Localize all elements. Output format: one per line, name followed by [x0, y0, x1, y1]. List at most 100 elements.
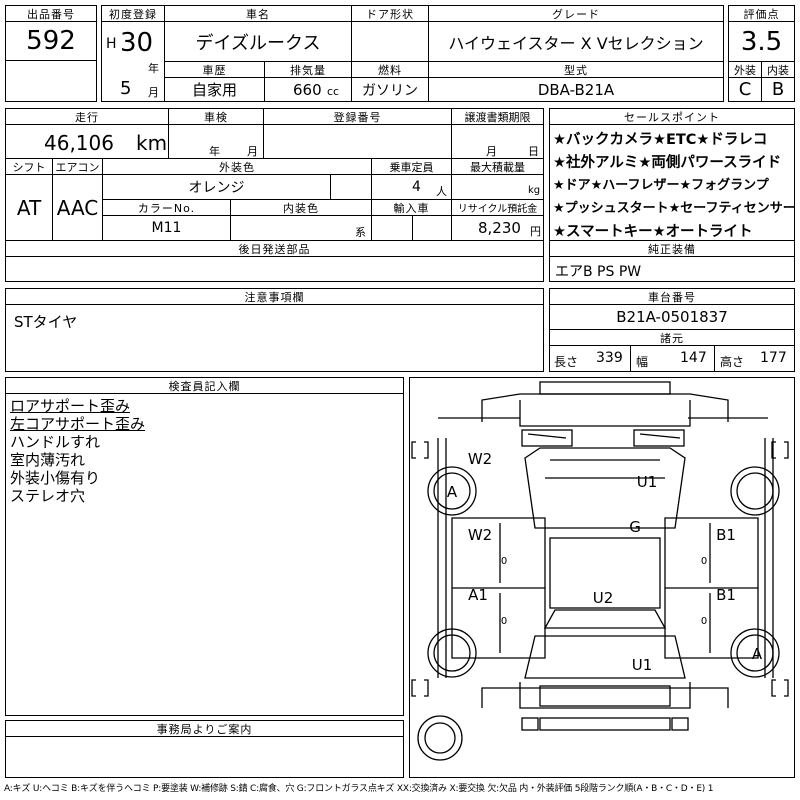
height-label: 高さ: [720, 355, 745, 369]
later-parts-label: 後日発送部品: [5, 240, 544, 257]
sales-line: ★ドア★ハーフレザー★フォグランプ: [553, 178, 769, 193]
era: H: [106, 36, 117, 52]
yen-unit: 円: [530, 225, 541, 238]
transfer-day-unit: 日: [528, 145, 539, 158]
mark-u2: U2: [593, 589, 614, 607]
chassis-label: 車台番号: [549, 288, 795, 305]
width-label: 幅: [636, 355, 649, 369]
car-diagram: W2 A U1 G W2 B1 A1 U2 B1 U1 A 0 0 0 0: [409, 377, 795, 778]
month-unit: 月: [148, 86, 159, 99]
history: 自家用: [164, 77, 265, 102]
interior-color-label: 内装色: [230, 199, 372, 216]
recycle-box: 8,230 円: [451, 215, 544, 241]
year-unit: 年: [148, 62, 159, 75]
office-label: 事務局よりご案内: [5, 720, 404, 737]
mark-a1: A1: [468, 586, 488, 604]
grade-label: グレード: [428, 5, 724, 22]
length-label: 長さ: [554, 355, 579, 369]
load-box: kg: [451, 174, 544, 200]
mark-b1-mid: B1: [716, 586, 736, 604]
inspector-label: 検査員記入欄: [5, 377, 404, 394]
lot-no: 592: [5, 21, 97, 61]
interior-color-box: 系: [230, 215, 372, 241]
reg-year: 30: [120, 28, 154, 58]
color-label: 外装色: [102, 158, 372, 175]
equip-value: エアB PS PW: [555, 264, 642, 280]
inspection-label: 車検: [168, 108, 264, 125]
fuel: ガソリン: [351, 77, 429, 102]
transfer-box: 月 日: [451, 124, 544, 159]
color-no-label: カラーNo.: [102, 199, 231, 216]
interior-grade: B: [761, 77, 795, 102]
person-unit: 人: [436, 185, 447, 198]
mark-w2-mid: W2: [468, 526, 492, 544]
capacity-label: 乗車定員: [371, 158, 452, 175]
interior-grade-label: 内装: [761, 61, 795, 78]
mark-g: G: [629, 518, 641, 536]
displacement: 660: [293, 81, 322, 99]
sales-box: ★バックカメラ★ETC★ドラレコ ★社外アルミ★両側パワースライド ★ドア★ハー…: [549, 124, 796, 241]
mark-u1-top: U1: [637, 473, 658, 491]
inspector-line: 室内薄汚れ: [10, 451, 86, 469]
legend: A:キズ U:ヘコミ B:キズを伴うヘコミ P:要塗装 W:補修跡 S:錆 C:…: [4, 784, 714, 794]
reg-month: 5: [120, 78, 132, 99]
kg-unit: kg: [528, 185, 541, 196]
ac: AAC: [52, 174, 103, 241]
color-no: M11: [102, 215, 231, 241]
zero-mark: 0: [501, 616, 507, 627]
capacity-box: 4 人: [371, 174, 452, 200]
transfer-label: 譲渡書類期限: [451, 108, 544, 125]
mark-w2-top: W2: [468, 450, 492, 468]
dims-label: 諸元: [549, 329, 795, 346]
sales-line: ★バックカメラ★ETC★ドラレコ: [553, 132, 768, 148]
inspection-year-unit: 年: [209, 145, 220, 158]
dims-box: 長さ 339 幅 147 高さ 177: [549, 345, 795, 372]
first-reg-label: 初度登録: [101, 5, 165, 22]
shift-label: シフト: [5, 158, 53, 175]
sales-line: ★プッシュスタート★セーフティセンサー: [553, 201, 796, 216]
later-parts-value: [5, 256, 544, 282]
car-name: デイズルークス: [164, 21, 352, 62]
zero-mark: 0: [701, 616, 707, 627]
zero-mark: 0: [501, 556, 507, 567]
inspector-line: 外装小傷有り: [10, 469, 101, 487]
car-diagram-svg: W2 A U1 G W2 B1 A1 U2 B1 U1 A 0 0 0 0: [411, 381, 789, 761]
width: 147: [680, 350, 707, 366]
office-box: [5, 736, 404, 778]
load-label: 最大積載量: [451, 158, 544, 175]
transfer-month-unit: 月: [486, 145, 497, 158]
capacity: 4: [412, 179, 421, 195]
color: オレンジ: [102, 174, 331, 200]
sales-line: ★社外アルミ★両側パワースライド: [553, 155, 782, 171]
reg-no-label: 登録番号: [263, 108, 452, 125]
chassis-value: B21A-0501837: [549, 304, 795, 330]
grade: ハイウェイスター X Vセレクション: [428, 21, 724, 62]
door-label: ドア形状: [351, 5, 429, 22]
shift: AT: [5, 174, 53, 241]
notes-box: STタイヤ: [5, 304, 544, 372]
equip-box: エアB PS PW: [549, 256, 795, 282]
car-name-label: 車名: [164, 5, 352, 22]
ac-label: エアコン: [52, 158, 103, 175]
inspector-line: ハンドルすれ: [10, 433, 101, 451]
first-reg-box: H 30 年 5 月: [101, 21, 165, 102]
color-blank: [330, 174, 372, 200]
inspector-line: ロアサポート歪み: [10, 397, 131, 415]
cc-unit: cc: [327, 85, 340, 98]
mileage-box: 46,106 km: [5, 124, 169, 159]
mark-a-front-left: A: [447, 483, 458, 501]
sales-line: ★スマートキー★オートライト: [553, 224, 753, 240]
score: 3.5: [728, 21, 795, 62]
door-value: [351, 21, 429, 62]
inspector-box: ロアサポート歪み 左コアサポート歪み ハンドルすれ 室内薄汚れ 外装小傷有り ス…: [5, 393, 404, 716]
fuel-label: 燃料: [351, 61, 429, 78]
import-box: [371, 215, 452, 241]
mileage-label: 走行: [5, 108, 169, 125]
score-label: 評価点: [728, 5, 795, 22]
model-label: 型式: [428, 61, 724, 78]
exterior-grade-label: 外装: [728, 61, 762, 78]
notes-value: STタイヤ: [14, 313, 78, 331]
notes-label: 注意事項欄: [5, 288, 544, 305]
lot-blank: [5, 60, 97, 102]
reg-no-value: [263, 124, 452, 159]
